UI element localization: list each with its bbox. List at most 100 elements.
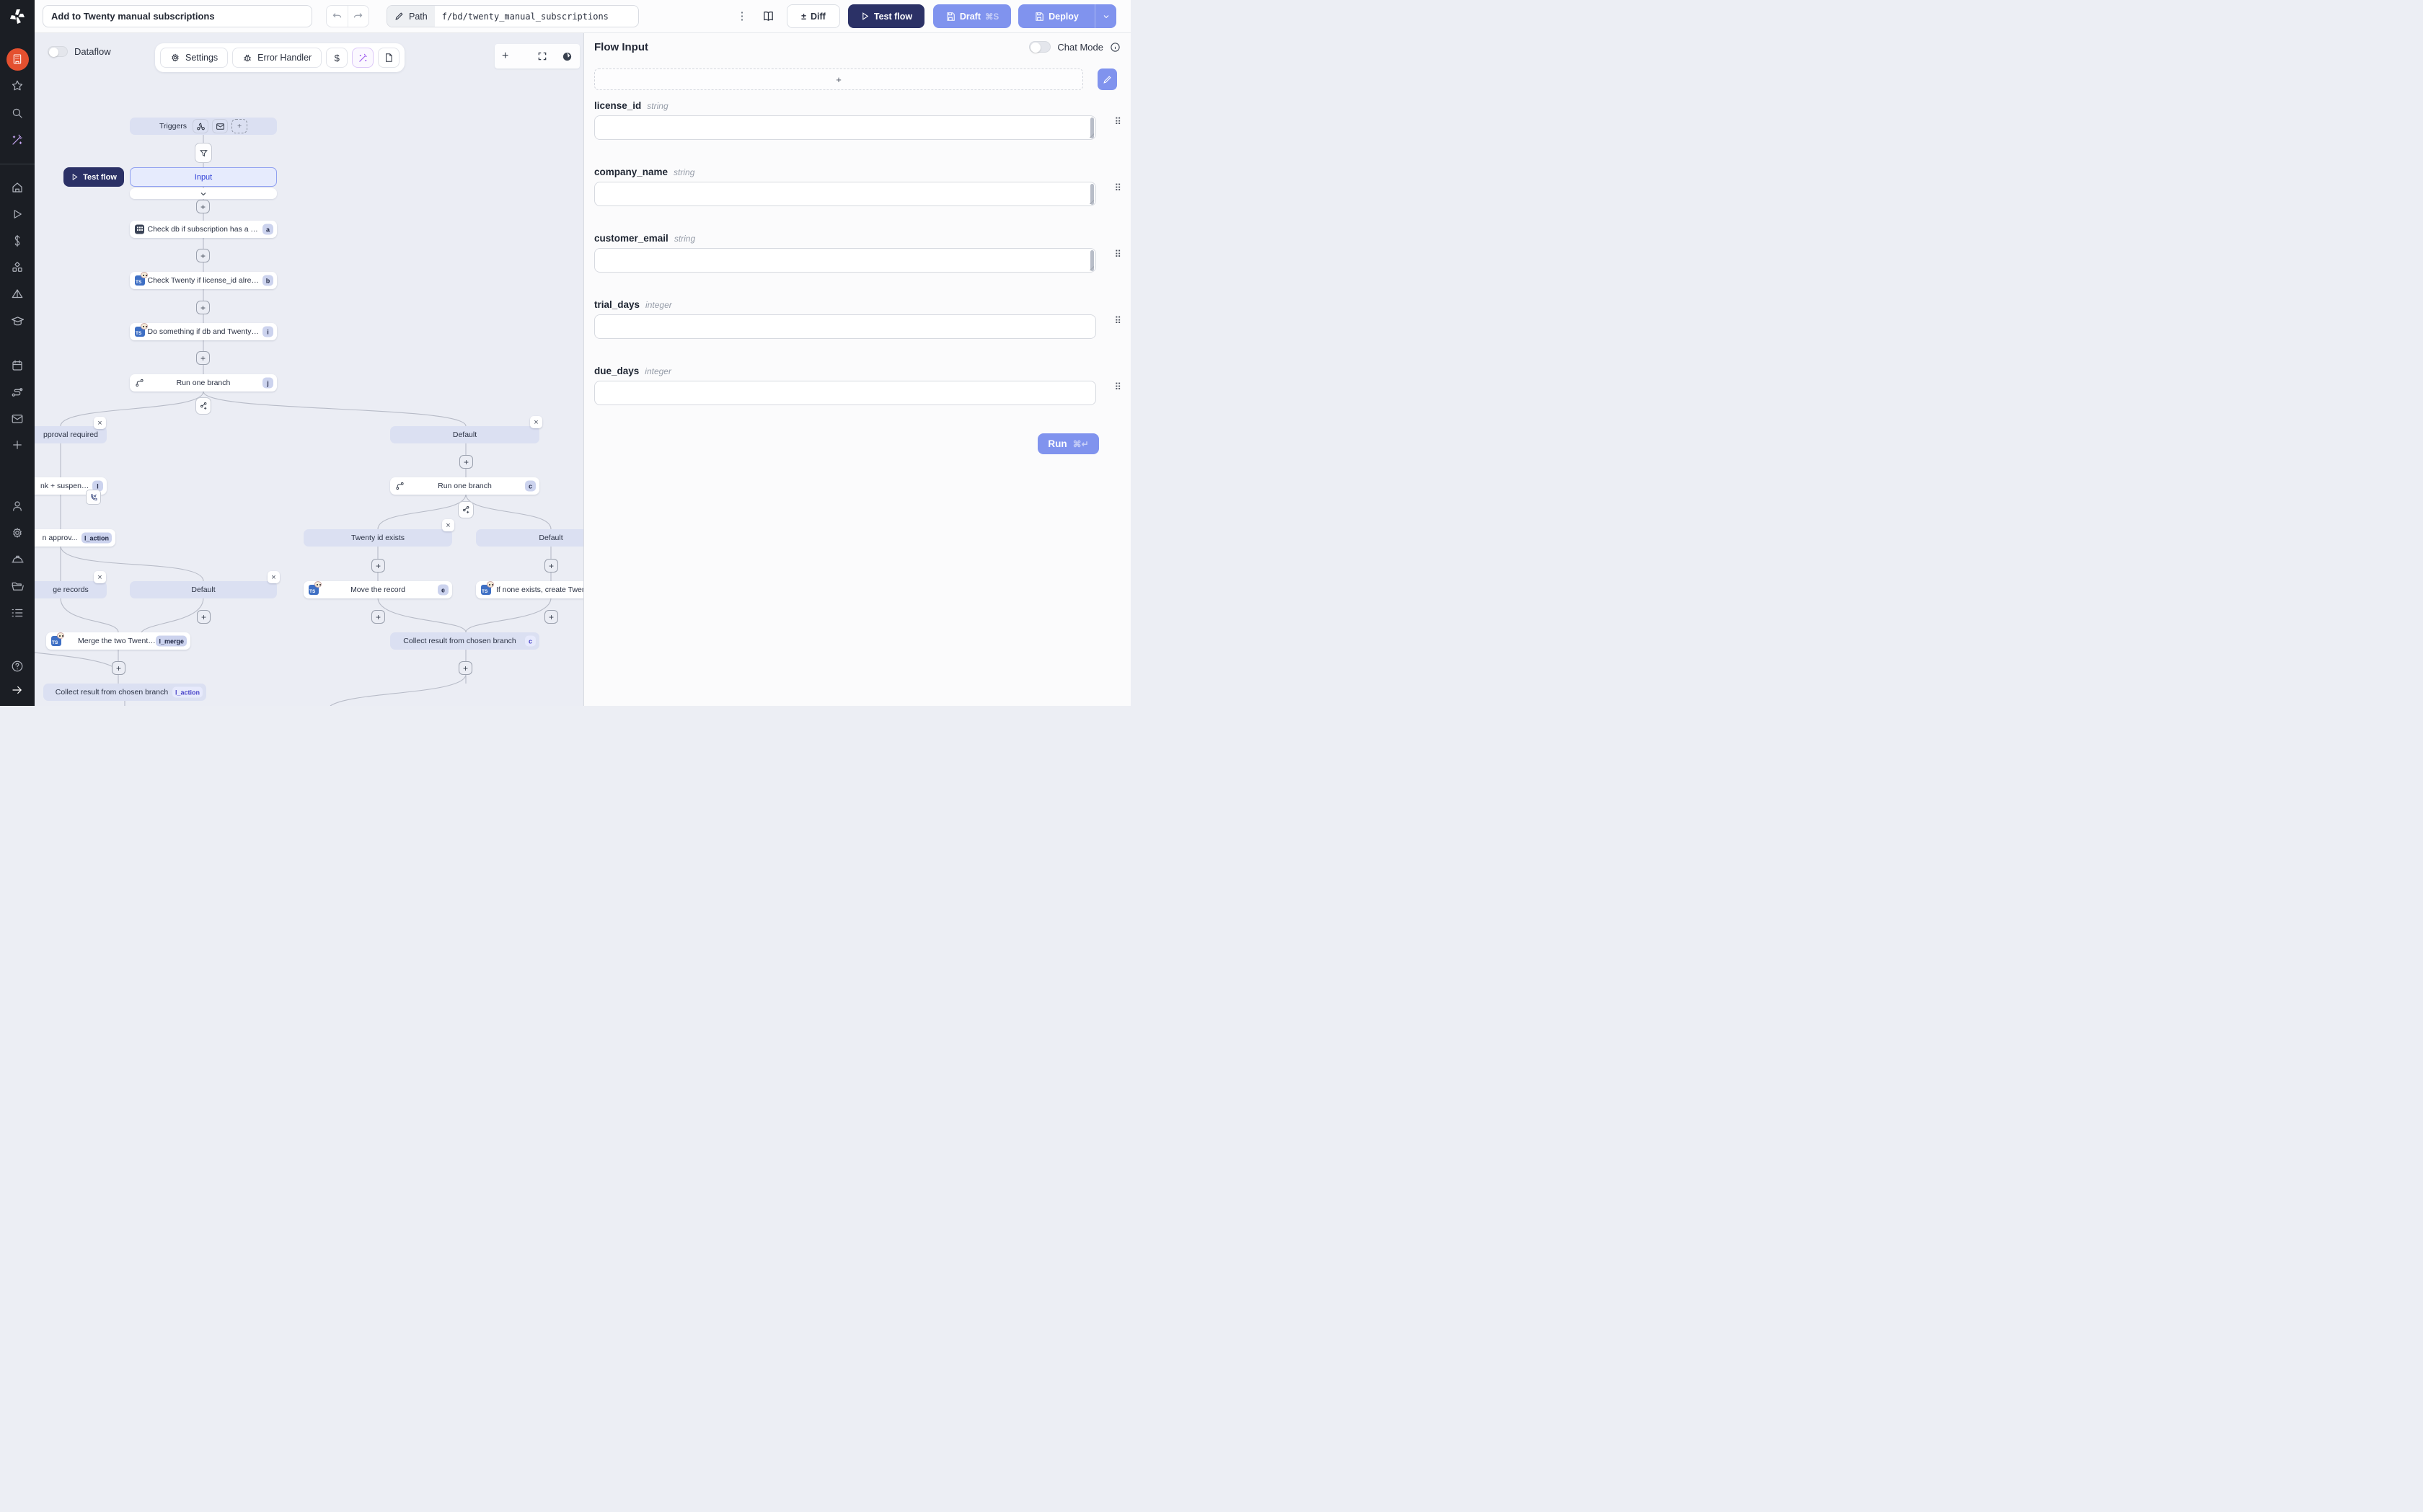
delete-branch-button[interactable]: × — [442, 519, 454, 531]
drag-handle[interactable]: ⠿ — [1114, 381, 1121, 392]
add-step-button[interactable]: + — [459, 661, 472, 675]
zoom-in-button[interactable]: + — [501, 50, 509, 62]
edit-schema-button[interactable] — [1098, 68, 1117, 90]
notes-button[interactable] — [378, 48, 400, 68]
dataflow-toggle[interactable] — [48, 46, 68, 57]
branch-label-default[interactable]: Default — [390, 426, 539, 443]
delete-branch-button[interactable]: × — [94, 417, 106, 429]
ai-assistant-button[interactable] — [352, 48, 374, 68]
company-name-input[interactable] — [594, 182, 1096, 206]
schedules-icon[interactable] — [0, 355, 35, 376]
routes-icon[interactable] — [0, 381, 35, 403]
drag-handle[interactable]: ⠿ — [1114, 116, 1121, 127]
triggers-prism-icon[interactable] — [0, 283, 35, 305]
docs-button[interactable] — [757, 6, 779, 26]
drag-handle[interactable]: ⠿ — [1114, 249, 1121, 260]
webhook-icon[interactable] — [193, 119, 209, 133]
windmill-logo[interactable] — [0, 6, 35, 27]
branch-label-approval[interactable]: pproval required — [35, 426, 107, 443]
deploy-button[interactable]: Deploy — [1018, 4, 1116, 28]
resources-icon[interactable] — [0, 257, 35, 278]
resize-handle[interactable] — [1089, 265, 1094, 270]
path-label[interactable]: Path — [387, 6, 435, 27]
preprocessor-filter-icon[interactable] — [195, 143, 212, 163]
more-menu-button[interactable]: ⋮ — [736, 10, 748, 22]
resize-handle[interactable] — [1089, 199, 1094, 204]
scrollbar[interactable] — [1090, 184, 1094, 205]
info-icon[interactable] — [1110, 42, 1121, 53]
collapse-bar[interactable] — [130, 188, 277, 199]
settings-button[interactable]: Settings — [160, 48, 229, 68]
deploy-options-button[interactable] — [1095, 4, 1116, 28]
undo-button[interactable] — [327, 6, 348, 27]
branch-one-node-c[interactable]: Run one branch c — [390, 477, 539, 495]
variables-icon[interactable] — [0, 230, 35, 252]
canvas-test-flow-button[interactable]: Test flow — [63, 167, 124, 187]
help-icon[interactable] — [0, 655, 35, 677]
delete-branch-button[interactable]: × — [530, 416, 542, 428]
add-input-field-button[interactable]: + — [594, 68, 1083, 90]
triggers-node[interactable]: Triggers + — [130, 118, 277, 135]
ai-wand-icon[interactable] — [0, 129, 35, 151]
approval-action-node[interactable]: n approv... l_action — [35, 529, 115, 547]
workers-icon[interactable] — [0, 549, 35, 570]
diff-button[interactable]: ± Diff — [787, 4, 840, 28]
flow-title-input[interactable]: Add to Twenty manual subscriptions — [43, 5, 312, 27]
drag-handle[interactable]: ⠿ — [1114, 315, 1121, 326]
due-days-input[interactable] — [594, 381, 1096, 405]
chat-mode-toggle[interactable] — [1029, 41, 1051, 53]
branch-one-node-j[interactable]: Run one branch j — [130, 374, 277, 392]
step-node-i[interactable]: TS Do something if db and Twenty id are … — [130, 323, 277, 340]
home-icon[interactable] — [0, 177, 35, 198]
merge-records-node[interactable]: TS Merge the two Twenty r... l_merge — [46, 632, 190, 650]
add-step-button[interactable]: + — [112, 661, 125, 675]
add-icon[interactable] — [0, 434, 35, 456]
step-node-b[interactable]: TS Check Twenty if license_id already ex… — [130, 272, 277, 289]
learn-icon[interactable] — [0, 310, 35, 332]
add-branch-button[interactable] — [458, 501, 474, 518]
license-id-input[interactable] — [594, 115, 1096, 140]
error-handler-button[interactable]: Error Handler — [232, 48, 322, 68]
mail-trigger-icon[interactable] — [212, 119, 229, 133]
settings-icon[interactable] — [0, 522, 35, 544]
mail-icon[interactable] — [0, 408, 35, 430]
collect-result-node-c[interactable]: Collect result from chosen branch c — [390, 632, 539, 650]
branch-label-twenty-id[interactable]: Twenty id exists — [304, 529, 452, 547]
add-step-button[interactable]: + — [196, 301, 210, 314]
workspace-button[interactable] — [0, 47, 35, 71]
collect-result-node-l[interactable]: Collect result from chosen branch l_acti… — [43, 684, 206, 701]
add-trigger-button[interactable]: + — [231, 119, 248, 133]
scrollbar[interactable] — [1090, 118, 1094, 138]
logs-icon[interactable] — [0, 602, 35, 624]
add-step-button[interactable]: + — [371, 559, 385, 572]
scrollbar[interactable] — [1090, 250, 1094, 271]
branch-label-default-2[interactable]: Default — [476, 529, 583, 547]
input-node[interactable]: Input — [130, 167, 277, 187]
search-icon[interactable] — [0, 102, 35, 124]
create-record-node[interactable]: TS If none exists, create Twenty re... — [476, 581, 583, 598]
move-record-node[interactable]: TS Move the record e — [304, 581, 452, 598]
run-button[interactable]: Run ⌘↵ — [1038, 433, 1099, 454]
delete-branch-button[interactable]: × — [268, 571, 280, 583]
branch-label-records[interactable]: ge records — [35, 581, 107, 598]
add-step-button[interactable]: + — [196, 200, 210, 213]
test-flow-button[interactable]: Test flow — [848, 4, 924, 28]
redo-button[interactable] — [348, 6, 369, 27]
add-branch-button[interactable] — [195, 397, 211, 415]
add-step-button[interactable]: + — [197, 610, 211, 624]
trial-days-input[interactable] — [594, 314, 1096, 339]
add-step-button[interactable]: + — [459, 455, 473, 469]
step-node-a[interactable]: Check db if subscription has a Twenty...… — [130, 221, 277, 238]
add-step-button[interactable]: + — [544, 559, 558, 572]
path-input[interactable]: f/bd/twenty_manual_subscriptions — [441, 11, 609, 22]
runs-icon[interactable] — [0, 203, 35, 225]
flow-canvas[interactable]: Dataflow Settings Error Handler $ + Trig… — [35, 33, 584, 706]
expand-sidebar-icon[interactable] — [0, 679, 35, 701]
favorites-icon[interactable] — [0, 75, 35, 97]
branch-label-default-3[interactable]: Default — [130, 581, 277, 598]
fit-view-button[interactable] — [537, 51, 547, 61]
customer-email-input[interactable] — [594, 248, 1096, 273]
folders-icon[interactable] — [0, 575, 35, 597]
add-step-button[interactable]: + — [196, 249, 210, 262]
add-step-button[interactable]: + — [544, 610, 558, 624]
